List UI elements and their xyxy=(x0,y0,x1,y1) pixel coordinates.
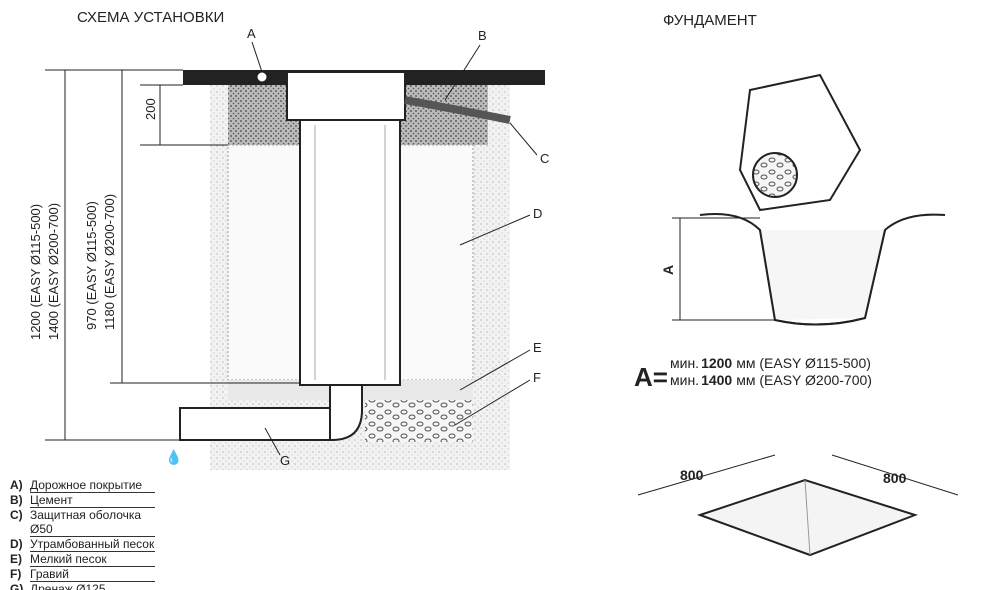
legend-item: A)Дорожное покрытие xyxy=(10,478,155,493)
dim-200: 200 xyxy=(143,98,158,120)
legend: A)Дорожное покрытие B)Цемент C)Защитная … xyxy=(10,478,155,590)
drain-pipe xyxy=(179,407,331,441)
legend-item: E)Мелкий песок xyxy=(10,552,155,567)
callout-f: F xyxy=(533,370,541,385)
unit-cover xyxy=(286,71,406,121)
callout-c: C xyxy=(540,151,549,166)
width-a-label: 800 xyxy=(680,467,704,483)
protective-conduit xyxy=(404,96,511,124)
callout-a: A xyxy=(247,26,256,41)
dim-1200: 1200 (EASY Ø115-500) xyxy=(28,204,43,340)
callout-b: B xyxy=(478,28,487,43)
legend-item: B)Цемент xyxy=(10,493,155,508)
legend-item: D)Утрамбованный песок xyxy=(10,537,155,552)
legend-item: C)Защитная оболочка Ø50 xyxy=(10,508,155,537)
excavator-bucket-icon xyxy=(738,73,862,212)
left-title: СХЕМА УСТАНОВКИ xyxy=(77,9,224,26)
dimension-lines xyxy=(45,69,300,441)
water-drops-icon: 💧 xyxy=(165,449,182,466)
legend-item: F)Гравий xyxy=(10,567,155,582)
callout-g: G xyxy=(280,453,290,468)
conduit-section xyxy=(256,71,268,83)
callout-e: E xyxy=(533,340,542,355)
dim-1400: 1400 (EASY Ø200-700) xyxy=(46,203,61,340)
depth-label: A xyxy=(660,265,676,275)
width-b-label: 800 xyxy=(883,470,907,486)
callout-d: D xyxy=(533,206,542,221)
dim-970: 970 (EASY Ø115-500) xyxy=(84,201,99,330)
right-title: ФУНДАМЕНТ xyxy=(663,12,757,29)
gravel-layer xyxy=(365,400,473,442)
legend-item: G)Дренаж Ø125 xyxy=(10,582,155,590)
formula-label: A= xyxy=(634,362,668,392)
dim-1180: 1180 (EASY Ø200-700) xyxy=(102,194,117,330)
